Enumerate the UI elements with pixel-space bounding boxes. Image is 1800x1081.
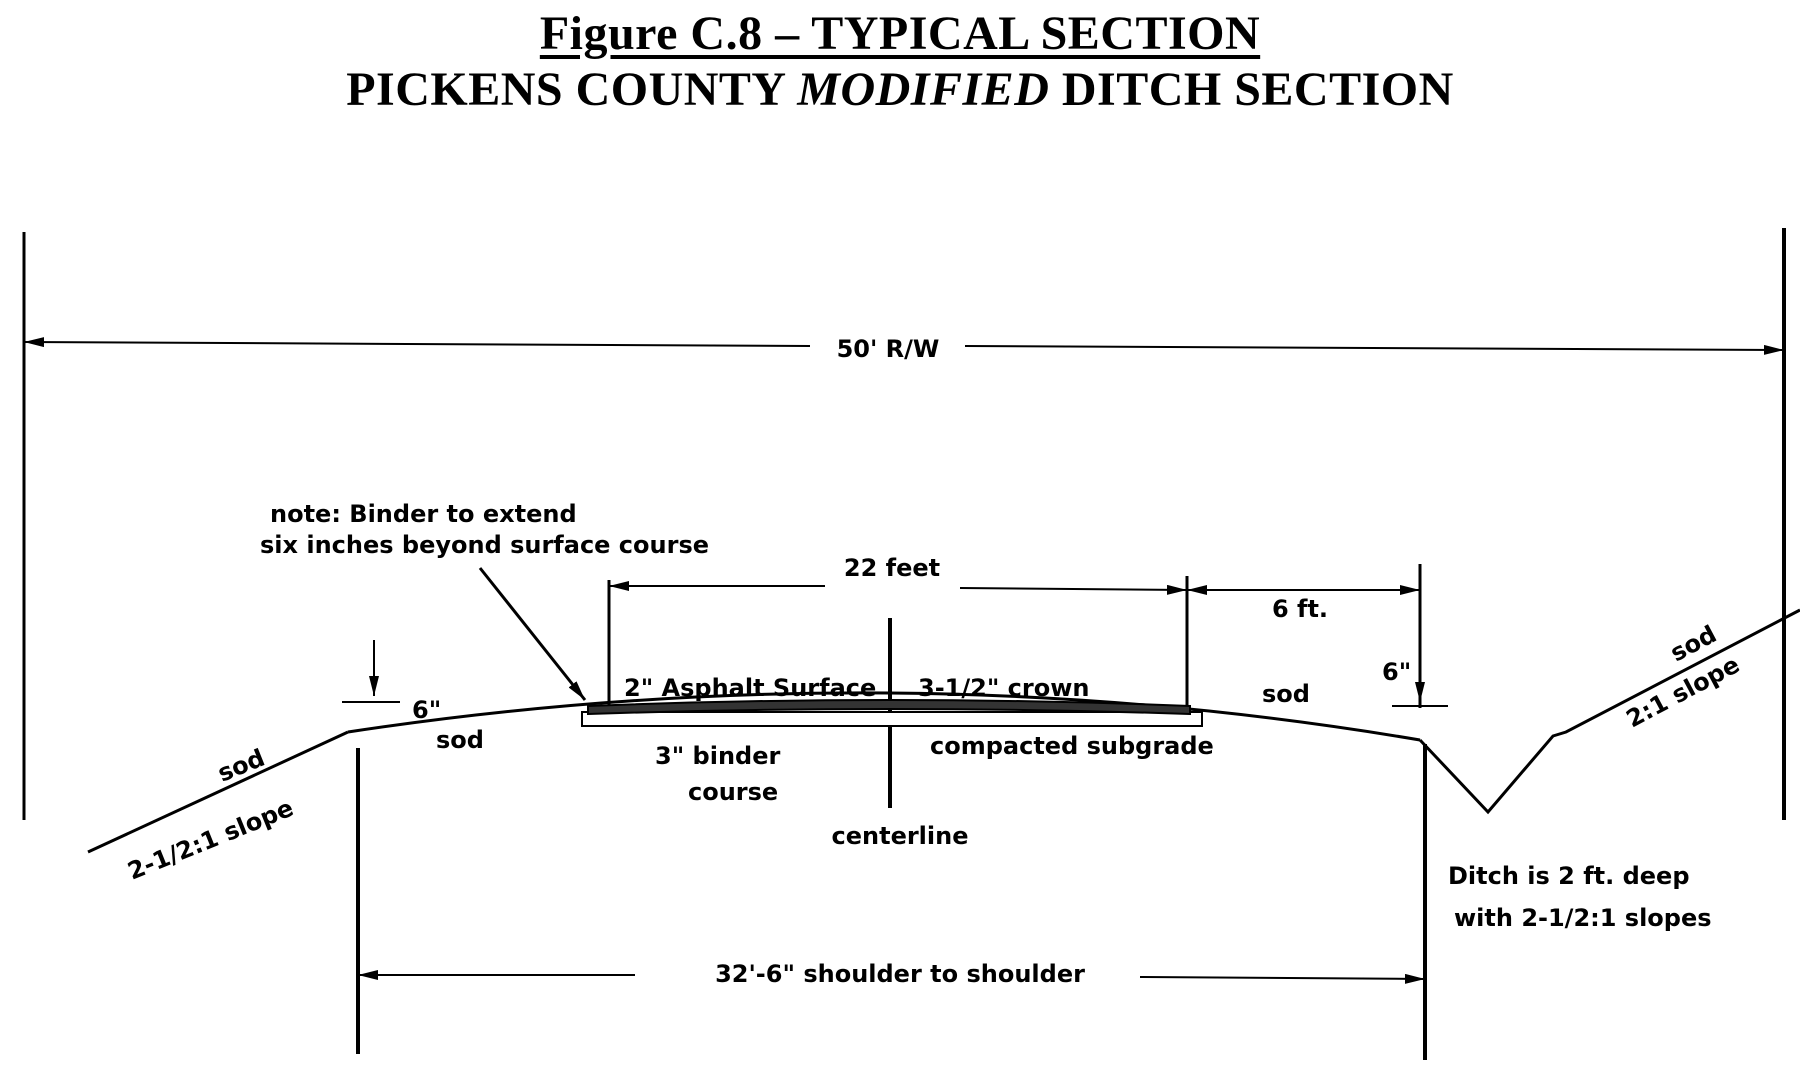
sod-right-top-label: sod: [1262, 680, 1310, 708]
binder-course-layer: [581, 711, 1203, 727]
binder-note-line2: six inches beyond surface course: [260, 531, 709, 559]
compacted-subgrade-label: compacted subgrade: [930, 732, 1214, 760]
subtitle-prefix: PICKENS COUNTY: [346, 63, 785, 116]
left-slope-ratio-label: 2-1/2:1 slope: [124, 794, 298, 886]
binder-note-line1: note: Binder to extend: [270, 500, 577, 528]
binder-course-label-line2: course: [688, 778, 778, 806]
pavement-width-label: 22 feet: [844, 554, 940, 582]
rw-dimension-left-arrow: [23, 337, 811, 348]
figure-title: Figure C.8 – TYPICAL SECTION: [539, 7, 1261, 60]
crown-label: 3-1/2" crown: [918, 674, 1090, 702]
ditch-note-line2: with 2-1/2:1 slopes: [1454, 904, 1712, 932]
sod-left-top-label: sod: [436, 726, 484, 754]
shoulder-right-label: 6 ft.: [1272, 595, 1328, 623]
ditch-note-line1: Ditch is 2 ft. deep: [1448, 862, 1690, 890]
shoulder-to-shoulder-label: 32'-6" shoulder to shoulder: [715, 960, 1085, 988]
pavement-dimension-right-arrow: [959, 584, 1188, 595]
binder-note-leader-arrow: [478, 567, 587, 701]
subtitle-modified: MODIFIED: [797, 63, 1050, 116]
centerline-label: centerline: [832, 822, 969, 850]
rw-dimension-right-arrow: [964, 344, 1785, 355]
subtitle-suffix: DITCH SECTION: [1061, 63, 1454, 116]
figure-subtitle: PICKENS COUNTY MODIFIED DITCH SECTION: [0, 62, 1800, 117]
ditch-and-back-slope: [1418, 608, 1800, 815]
asphalt-surface-layer: [587, 699, 1191, 716]
rw-dimension-label: 50' R/W: [837, 335, 940, 363]
left-side-slope: [87, 730, 349, 854]
asphalt-surface-label: 2" Asphalt Surface: [624, 674, 876, 702]
six-inch-right-label: 6": [1382, 658, 1411, 686]
crowned-roadway-profile: [347, 691, 1421, 742]
shoulder-to-shoulder-right-arrow: [1139, 973, 1426, 984]
binder-course-label-line1: 3" binder: [655, 742, 781, 770]
six-inch-left-label: 6": [412, 696, 441, 724]
